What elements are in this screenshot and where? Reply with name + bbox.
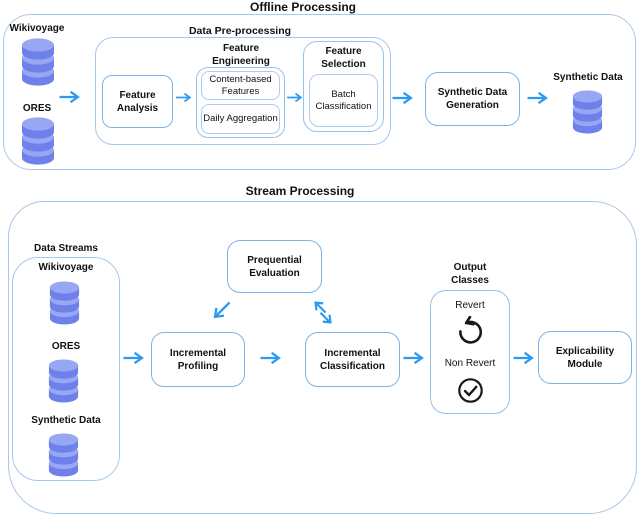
arrow-bidirectional-diagonal-icon	[314, 301, 332, 324]
feature-engineering-title: Feature Engineering	[212, 43, 270, 67]
database-icon	[48, 433, 79, 477]
arrow-right-icon	[122, 351, 144, 365]
non-revert-label: Non Revert	[444, 358, 496, 369]
feature-selection-title: Feature Selection	[321, 46, 366, 70]
arrow-right-icon	[391, 91, 413, 105]
explicability-module-box: Explicability Module	[538, 331, 632, 384]
feature-engineering-box	[196, 67, 285, 138]
database-icon	[48, 359, 79, 403]
stream-section-box	[8, 201, 637, 514]
revert-label: Revert	[455, 300, 485, 311]
data-preprocessing-title: Data Pre-processing	[188, 25, 292, 37]
arrow-right-icon	[512, 351, 534, 365]
data-streams-box	[12, 257, 120, 481]
output-classes-box	[430, 290, 510, 414]
wikivoyage-label: Wikivoyage	[9, 23, 65, 34]
database-icon	[22, 38, 54, 86]
database-icon	[49, 281, 80, 325]
stream-section-title: Stream Processing	[245, 184, 355, 198]
ores-label: ORES	[22, 103, 52, 114]
prequential-evaluation-box: Prequential Evaluation	[227, 240, 322, 293]
stream-ores-label: ORES	[51, 341, 81, 352]
incremental-profiling-box: Incremental Profiling	[151, 332, 245, 387]
daily-aggregation-box: Daily Aggregation	[201, 104, 280, 134]
feature-selection-box	[303, 41, 384, 132]
arrow-right-icon	[58, 90, 80, 104]
synthetic-data-label: Synthetic Data	[553, 72, 623, 83]
arrow-right-icon	[175, 92, 191, 103]
arrow-right-icon	[259, 351, 281, 365]
database-icon	[572, 90, 603, 134]
content-based-features-box: Content-based Features	[201, 71, 280, 100]
database-icon	[22, 117, 54, 165]
check-circle-icon	[458, 378, 483, 403]
output-classes-title: Output Classes	[451, 262, 489, 286]
stream-wikivoyage-label: Wikivoyage	[38, 262, 94, 273]
circular-arrow-icon	[459, 316, 483, 344]
arrow-right-icon	[526, 91, 548, 105]
offline-section-box	[3, 14, 636, 170]
data-preprocessing-box	[95, 37, 391, 145]
incremental-classification-box: Incremental Classification	[305, 332, 400, 387]
synthetic-data-generation-box: Synthetic Data Generation	[425, 72, 520, 126]
offline-section-title: Offline Processing	[249, 0, 357, 14]
arrow-down-left-icon	[213, 301, 231, 319]
arrow-right-icon	[286, 92, 302, 103]
stream-synthetic-data-label: Synthetic Data	[31, 415, 101, 426]
data-streams-title: Data Streams	[34, 243, 98, 254]
batch-classification-box: Batch Classification	[309, 74, 378, 127]
arrow-right-icon	[402, 351, 424, 365]
feature-analysis-box: Feature Analysis	[102, 75, 173, 128]
